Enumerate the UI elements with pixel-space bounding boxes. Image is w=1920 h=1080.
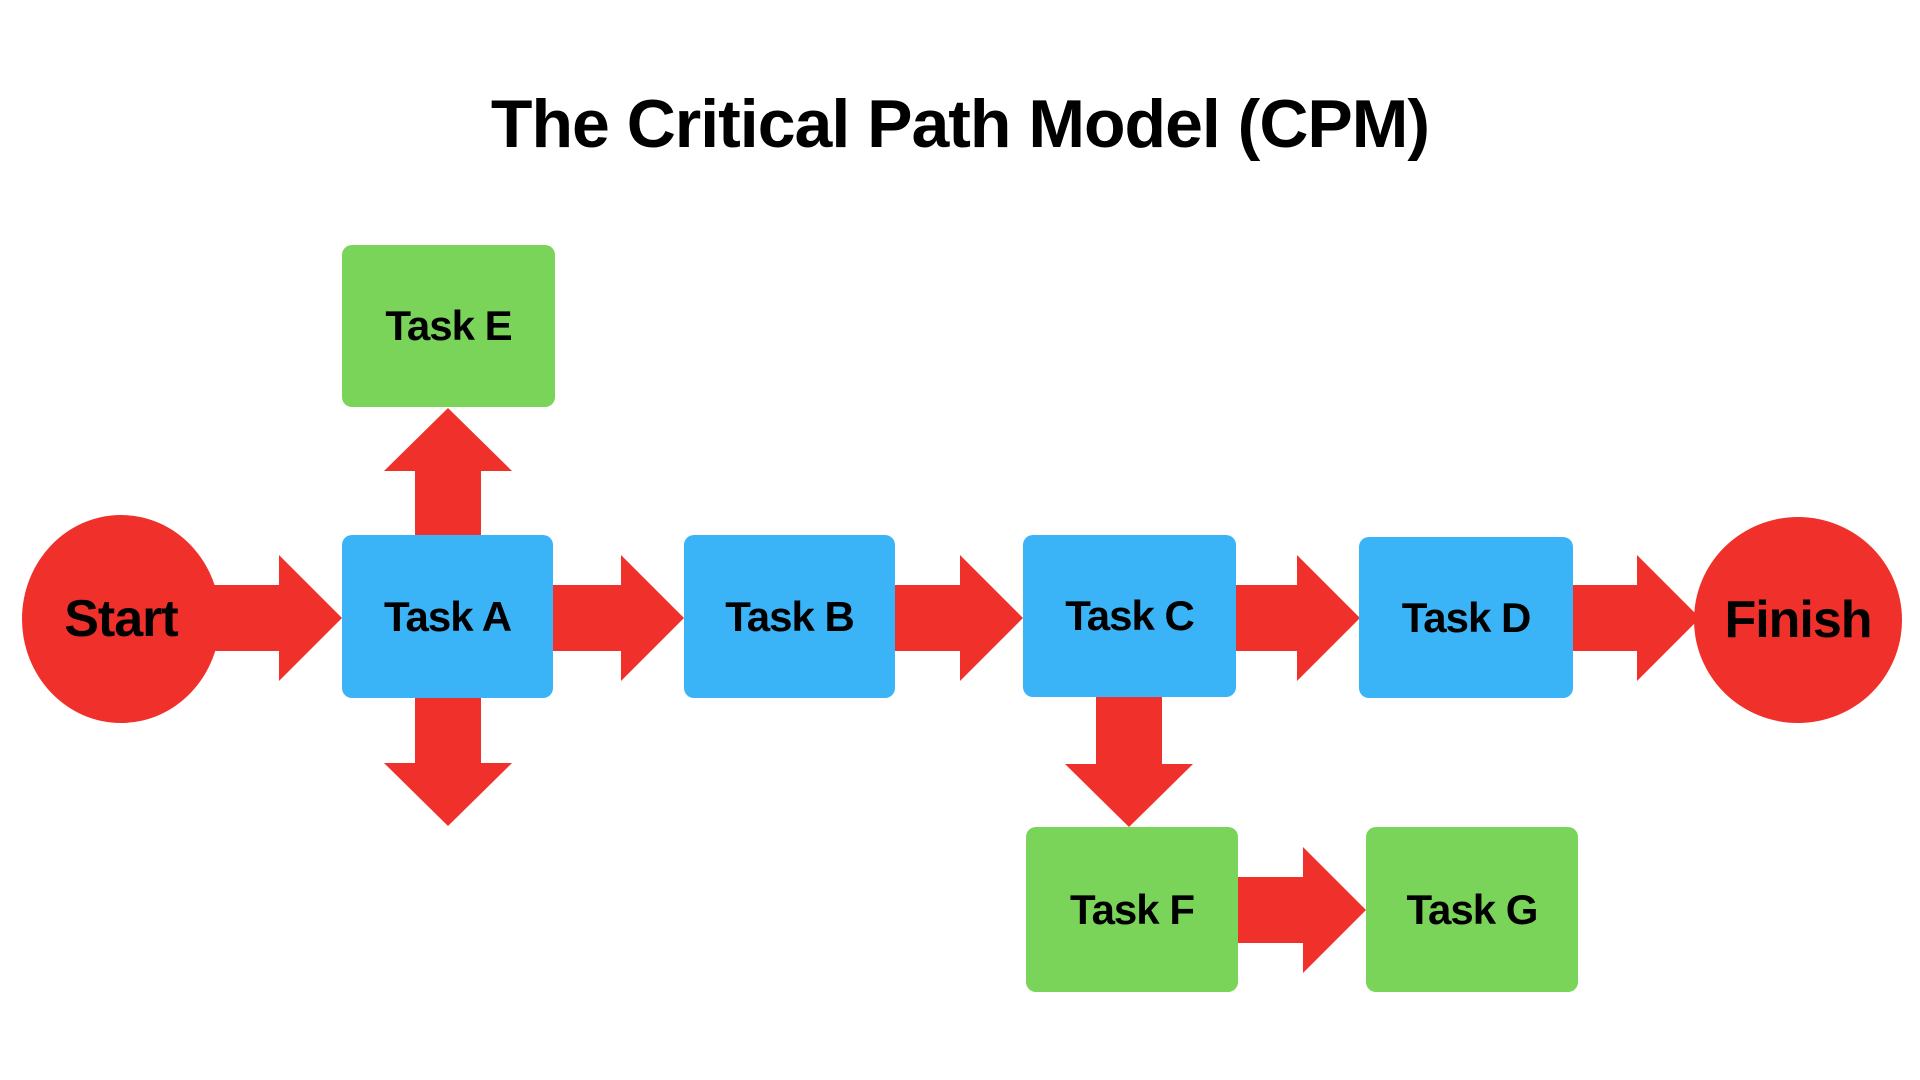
node-label: Task B (725, 592, 855, 640)
arrow-task-c-to-task-f (1065, 696, 1193, 827)
node-label: Task G (1406, 885, 1539, 933)
arrow-shaft (1572, 585, 1638, 651)
arrow-shaft (1096, 696, 1162, 765)
arrow-head-right-icon (279, 555, 342, 681)
node-task-a: Task A (342, 535, 553, 698)
node-label: Finish (1724, 591, 1872, 649)
node-task-c: Task C (1023, 535, 1236, 697)
node-label: Task E (385, 302, 512, 349)
arrow-shaft (415, 698, 481, 764)
arrow-task-a-to-task-b (553, 555, 684, 681)
node-task-b: Task B (684, 535, 895, 698)
node-label: Start (64, 590, 178, 648)
node-start: Start (22, 515, 220, 723)
node-task-f: Task F (1026, 827, 1238, 992)
arrow-task-c-to-task-d (1235, 555, 1360, 681)
arrow-head-right-icon (621, 555, 684, 681)
arrow-shaft (553, 585, 622, 651)
node-task-e: Task E (342, 245, 555, 407)
arrow-head-right-icon (960, 555, 1023, 681)
arrow-head-down-icon (384, 763, 512, 826)
arrow-shaft (1238, 877, 1304, 943)
node-task-g: Task G (1366, 827, 1578, 992)
arrow-shaft (415, 470, 481, 535)
arrow-head-right-icon (1303, 847, 1366, 973)
arrow-task-a-down (384, 698, 512, 826)
arrow-head-down-icon (1065, 764, 1193, 827)
arrow-task-d-to-finish (1572, 555, 1700, 681)
node-task-d: Task D (1359, 537, 1573, 698)
arrow-head-up-icon (384, 408, 512, 471)
node-finish: Finish (1694, 517, 1902, 723)
node-label: Task A (383, 592, 512, 640)
arrow-head-right-icon (1297, 555, 1360, 681)
diagram-title: The Critical Path Model (CPM) (490, 86, 1430, 162)
node-label: Task F (1070, 885, 1195, 933)
arrow-task-b-to-task-c (894, 555, 1023, 681)
arrow-task-f-to-task-g (1238, 847, 1366, 973)
arrow-head-right-icon (1637, 555, 1700, 681)
node-label: Task D (1401, 593, 1532, 641)
arrow-task-a-to-task-e (384, 408, 512, 535)
arrow-shaft (894, 585, 961, 651)
node-label: Task C (1065, 592, 1195, 639)
arrow-shaft (1235, 585, 1298, 651)
